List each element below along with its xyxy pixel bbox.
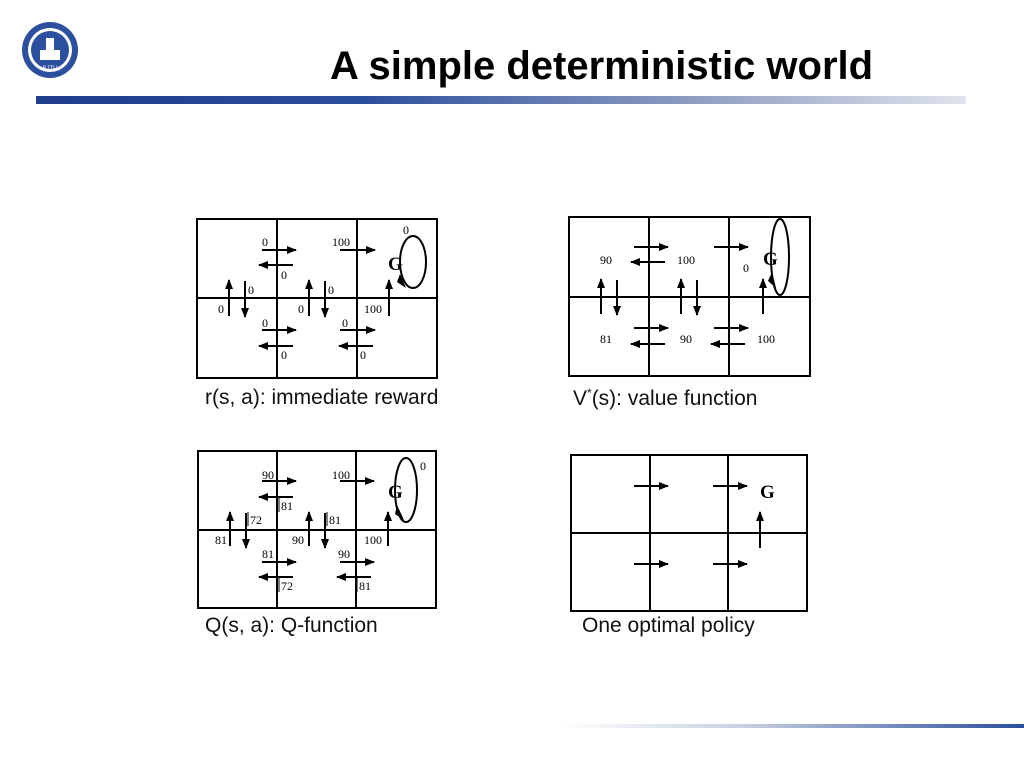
policy-caption: One optimal policy bbox=[582, 614, 755, 637]
reward-label: 0 bbox=[262, 235, 268, 249]
qfunction-grid-diagram: G 90 81 100 0 72 81 81 90 81 90 100 72 8… bbox=[180, 440, 450, 615]
q-labels: 90 81 100 0 72 81 81 90 81 90 100 72 81 bbox=[215, 459, 426, 593]
reward-label: 100 bbox=[364, 302, 382, 316]
q-label: 81 bbox=[262, 547, 274, 561]
value-labels: 90 100 0 81 90 100 bbox=[600, 253, 775, 346]
q-label: 0 bbox=[420, 459, 426, 473]
q-label: 90 bbox=[338, 547, 350, 561]
qfunction-caption: Q(s, a): Q-function bbox=[205, 614, 378, 637]
goal-loop-arrow bbox=[399, 235, 427, 289]
q-label: 100 bbox=[364, 533, 382, 547]
university-logo: SJTU bbox=[20, 20, 80, 80]
q-label: 100 bbox=[332, 468, 350, 482]
slide-title: A simple deterministic world bbox=[330, 44, 874, 88]
goal-label: G bbox=[388, 254, 403, 275]
reward-label: 0 bbox=[328, 283, 334, 297]
title-underline-bar bbox=[36, 96, 966, 104]
reward-label: 0 bbox=[281, 348, 287, 362]
value-label: 0 bbox=[743, 261, 749, 275]
value-grid-diagram: G 90 100 0 81 90 100 bbox=[555, 208, 825, 383]
reward-caption: r(s, a): immediate reward bbox=[205, 386, 439, 409]
policy-grid-diagram: G bbox=[555, 440, 825, 615]
reward-label: 0 bbox=[403, 223, 409, 237]
q-label: 81 bbox=[281, 499, 293, 513]
q-label: 72 bbox=[281, 579, 293, 593]
value-label: 81 bbox=[600, 332, 612, 346]
goal-label: G bbox=[760, 482, 775, 503]
goal-loop-arrow bbox=[770, 218, 790, 296]
goal-loop-arrow bbox=[394, 457, 418, 523]
reward-label: 0 bbox=[262, 316, 268, 330]
q-label: 81 bbox=[359, 579, 371, 593]
reward-labels: 0 100 0 0 0 0 0 100 0 0 0 0 0 bbox=[218, 223, 409, 362]
q-label: 81 bbox=[329, 513, 341, 527]
goal-label: G bbox=[763, 249, 778, 270]
q-label: 90 bbox=[292, 533, 304, 547]
reward-label: 0 bbox=[218, 302, 224, 316]
reward-label: 0 bbox=[248, 283, 254, 297]
reward-label: 0 bbox=[342, 316, 348, 330]
reward-label: 0 bbox=[298, 302, 304, 316]
svg-text:SJTU: SJTU bbox=[43, 66, 58, 72]
reward-label: 100 bbox=[332, 235, 350, 249]
q-label: 90 bbox=[262, 468, 274, 482]
value-label: 100 bbox=[757, 332, 775, 346]
goal-label: G bbox=[388, 482, 403, 503]
q-label: 72 bbox=[250, 513, 262, 527]
footer-bar bbox=[560, 724, 1024, 728]
q-label: 81 bbox=[215, 533, 227, 547]
reward-label: 0 bbox=[360, 348, 366, 362]
value-label: 90 bbox=[600, 253, 612, 267]
value-label: 100 bbox=[677, 253, 695, 267]
value-caption: V*(s): value function bbox=[573, 386, 758, 410]
reward-label: 0 bbox=[281, 268, 287, 282]
value-label: 90 bbox=[680, 332, 692, 346]
reward-grid-diagram: G 0 100 0 0 0 0 0 100 0 0 0 0 0 bbox=[180, 208, 450, 383]
